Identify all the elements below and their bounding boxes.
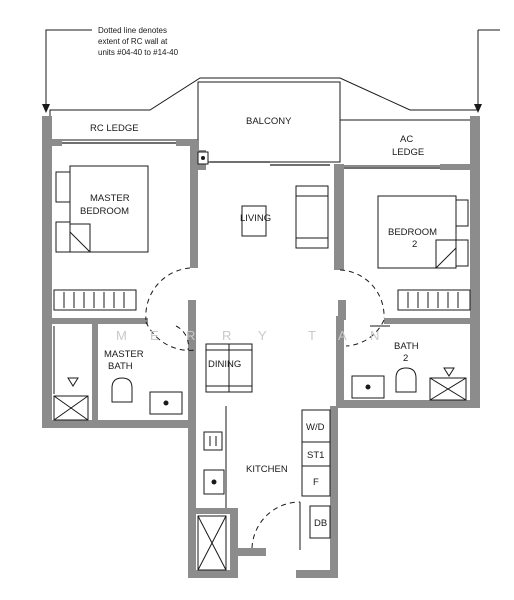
note-leader-left (45, 29, 92, 105)
label-bedroom2-1: BEDROOM (388, 227, 437, 238)
watermark-letter: A (338, 328, 349, 343)
bedroom2-wardrobe (397, 289, 471, 311)
kitchen-shaft (197, 515, 227, 571)
master-toilet (111, 377, 133, 403)
wall-master-top-right (176, 140, 198, 146)
wall-right-outer (470, 116, 480, 408)
floor-trap-icon (443, 367, 455, 377)
label-master-bath-1: MASTER (104, 349, 144, 360)
wall-bed2-top (440, 164, 470, 170)
note-line-1: Dotted line denotes (98, 26, 167, 35)
label-dining: DINING (208, 359, 241, 370)
wall-bath2-left (336, 316, 344, 406)
label-master-bedroom-2: BEDROOM (80, 206, 129, 217)
bath2-fixtures (351, 367, 467, 401)
label-bath2-2: 2 (403, 353, 408, 364)
watermark-letter: N (370, 328, 381, 343)
wall-kitchen-left (188, 426, 196, 578)
bath2-shower (429, 377, 467, 401)
label-wd: W/D (306, 422, 325, 433)
note-line-2: extent of RC wall at (98, 37, 168, 46)
wall-bed2-bottom (384, 318, 470, 324)
master-bed (55, 165, 149, 253)
watermark-letter: R (186, 328, 197, 343)
wall-masterbath-inner (92, 324, 98, 428)
tv-console (241, 205, 267, 237)
wall-master-bottom (52, 318, 148, 324)
sofa (295, 185, 329, 249)
living-furniture (241, 185, 329, 249)
bath2-toilet (395, 367, 417, 393)
watermark: M E R R Y T A N (116, 328, 381, 343)
wall-bath2-bottom (336, 400, 480, 408)
kitchen-fixtures (197, 406, 331, 571)
floor-trap-icon (67, 377, 79, 387)
label-balcony: BALCONY (246, 116, 292, 127)
column-dot (201, 156, 205, 160)
bedroom2-bed (377, 195, 469, 269)
door-swings (145, 267, 385, 549)
dining-table (205, 343, 253, 393)
db-box (309, 505, 331, 539)
master-basin (149, 391, 183, 415)
watermark-letter: E (150, 328, 161, 343)
sliding-doors (62, 142, 440, 169)
master-bath-fixtures (53, 326, 183, 421)
master-wardrobe (53, 289, 137, 311)
wall-kitchen-step-top (196, 508, 238, 514)
balcony-outline (49, 77, 478, 118)
wall-masterbath-bottom (42, 420, 196, 428)
kitchen-hob (203, 431, 223, 451)
wall-kitchen-step (230, 508, 238, 578)
wall-bath2-stub (338, 300, 346, 320)
note-line-3: units #04-40 to #14-40 (98, 48, 179, 57)
label-fridge: F (313, 477, 319, 488)
bath2-basin (351, 375, 385, 399)
label-ac-ledge-1: AC (400, 134, 413, 145)
label-ac-ledge-2: LEDGE (392, 147, 424, 158)
note-annotation (45, 29, 500, 105)
wall-kitchen-bottom-mid (236, 548, 266, 556)
label-rc-ledge: RC LEDGE (90, 123, 139, 134)
label-kitchen: KITCHEN (246, 464, 288, 475)
label-st1: ST1 (307, 450, 324, 461)
label-bedroom2-2: 2 (412, 239, 417, 250)
arrow-head-left (42, 104, 50, 113)
watermark-letter: T (308, 328, 318, 343)
fridge-box (301, 465, 331, 497)
wall-kitchen-bottom-right (296, 570, 338, 578)
master-bath-shower (53, 395, 89, 421)
kitchen-sink (203, 469, 225, 495)
wall-masterbath-right (188, 300, 196, 426)
label-db: DB (314, 518, 327, 529)
arrow-head-right (474, 104, 482, 113)
label-bath2-1: BATH (394, 341, 419, 352)
wall-left-outer (42, 116, 52, 428)
label-master-bath-2: BATH (108, 361, 133, 372)
watermark-letter: Y (258, 328, 269, 343)
wall-living-bed2 (334, 164, 344, 270)
label-master-bedroom-1: MASTER (90, 193, 130, 204)
walls (42, 116, 480, 578)
wall-master-living (190, 146, 198, 268)
wall-kitchen-bottom-left (188, 570, 236, 578)
wall-master-top (42, 140, 62, 146)
watermark-letter: M (116, 328, 129, 343)
wall-kitchen-right (330, 406, 338, 578)
label-living: LIVING (240, 213, 271, 224)
watermark-letter: R (222, 328, 233, 343)
